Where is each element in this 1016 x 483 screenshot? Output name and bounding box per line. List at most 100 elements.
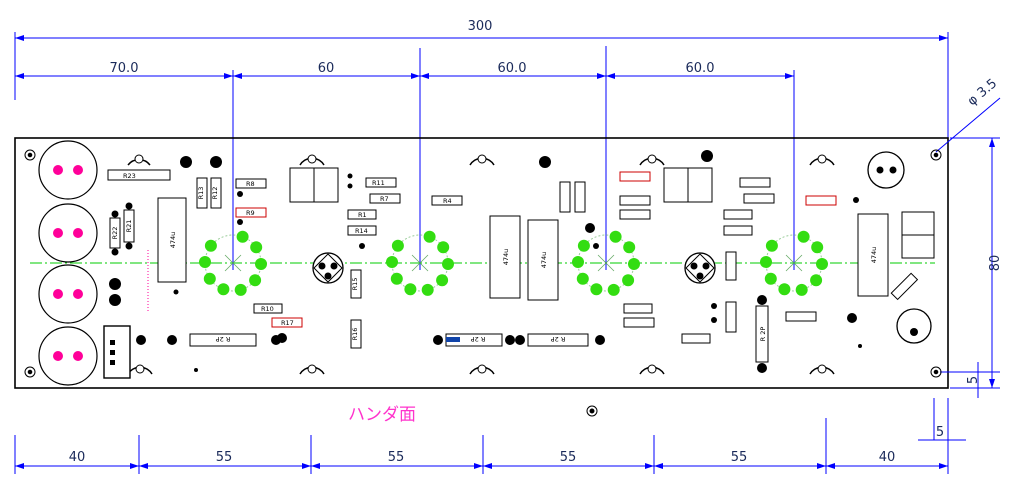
socket-pin bbox=[623, 241, 636, 254]
resistor-r22: R22 bbox=[109, 210, 121, 256]
socket-pin bbox=[203, 272, 216, 285]
c2-label: 474u bbox=[502, 249, 510, 266]
socket-pin bbox=[390, 272, 403, 285]
socket-pin bbox=[795, 283, 808, 296]
socket-pin bbox=[572, 256, 584, 268]
socket-center-mark bbox=[785, 254, 803, 272]
power-resistor-3: R 2P bbox=[515, 333, 605, 347]
dim-hole-label: φ 3.5 bbox=[965, 76, 1000, 109]
socket-pin bbox=[797, 230, 810, 243]
large-terminal-top-right bbox=[867, 151, 905, 189]
socket-pin bbox=[576, 272, 589, 285]
dim-seg4-label: 60.0 bbox=[686, 61, 715, 76]
socket-pin bbox=[590, 283, 603, 296]
r2p1-label: R 2P bbox=[216, 335, 231, 343]
socket-pin bbox=[250, 241, 263, 254]
tube-socket-2 bbox=[386, 230, 454, 296]
connector-block-left bbox=[103, 325, 131, 379]
r13-label: R13 bbox=[197, 187, 205, 200]
resistor-r12: R12 bbox=[210, 177, 222, 209]
dim-seg3-label: 60.0 bbox=[498, 61, 527, 76]
c3-label: 474u bbox=[540, 252, 548, 269]
socket-pin bbox=[249, 274, 262, 287]
dim-bottom-4: 55 bbox=[560, 450, 577, 465]
capacitor-c1: 474u bbox=[157, 197, 187, 283]
dimension-bottom: 40 55 55 55 55 40 5 bbox=[14, 398, 966, 474]
regulator-1 bbox=[312, 252, 344, 284]
socket-pin bbox=[236, 230, 249, 243]
socket-center-mark bbox=[411, 254, 429, 272]
input-jacks bbox=[38, 140, 98, 386]
socket-pin bbox=[607, 283, 620, 296]
socket-pin bbox=[199, 256, 211, 268]
tube-socket-3 bbox=[572, 230, 640, 296]
r2p2-label: R 2P bbox=[471, 335, 486, 343]
resistor-r17-1: R17 bbox=[271, 317, 303, 328]
resistor-r8-1: R8 bbox=[235, 178, 267, 189]
mounting-holes bbox=[24, 149, 942, 417]
r1a-label: R1 bbox=[358, 211, 367, 219]
socket-pin bbox=[811, 241, 824, 254]
resistor-r10-1: R10 bbox=[253, 303, 283, 314]
resistor-r16: R16 bbox=[350, 319, 362, 349]
socket-pin bbox=[436, 274, 449, 287]
socket-pin bbox=[760, 256, 772, 268]
resistor-r21: R21 bbox=[123, 202, 135, 250]
large-terminal-bottom-right bbox=[896, 308, 932, 344]
r22-label: R22 bbox=[111, 227, 119, 240]
solder-side-label: ハンダ面 bbox=[348, 405, 416, 425]
socket-pin bbox=[404, 283, 417, 296]
socket-center-mark bbox=[224, 254, 242, 272]
regulator-2 bbox=[684, 252, 716, 284]
power-resistor-4: R 2P bbox=[755, 295, 769, 373]
box-component-2 bbox=[663, 167, 713, 203]
r7a-label: R7 bbox=[380, 195, 389, 203]
dim-bottom-3: 55 bbox=[388, 450, 405, 465]
power-resistor-2: R 2P bbox=[433, 333, 515, 347]
r2p4-label: R 2P bbox=[759, 327, 767, 342]
dimension-overall-width: 300 bbox=[14, 19, 949, 138]
socket-pin bbox=[442, 258, 454, 270]
r15-label: R15 bbox=[351, 278, 359, 291]
c1-label: 474u bbox=[169, 232, 177, 249]
dim-bottom-margin: 5 bbox=[936, 425, 944, 440]
dim-bottom-2: 55 bbox=[216, 450, 233, 465]
r10a-label: R10 bbox=[261, 305, 274, 313]
r14a-label: R14 bbox=[355, 227, 368, 235]
socket-pin bbox=[764, 272, 777, 285]
socket-pin bbox=[609, 230, 622, 243]
socket-pin bbox=[628, 258, 640, 270]
dim-bottom-5: 55 bbox=[731, 450, 748, 465]
dim-bottom-6: 40 bbox=[879, 450, 896, 465]
dim-seg2-label: 60 bbox=[318, 61, 335, 76]
capacitor-c3: 474u bbox=[527, 219, 559, 301]
socket-pin bbox=[765, 239, 778, 252]
power-resistor-1: R 2P bbox=[167, 333, 281, 347]
socket-pin bbox=[386, 256, 398, 268]
dim-bottom-1: 40 bbox=[69, 450, 86, 465]
r8a-label: R8 bbox=[246, 180, 255, 188]
r21-label: R21 bbox=[125, 220, 133, 233]
r16-label: R16 bbox=[351, 328, 359, 341]
socket-pin bbox=[391, 239, 404, 252]
capacitor-c2: 474u bbox=[489, 215, 521, 299]
pads bbox=[109, 150, 862, 372]
resistor-group-right bbox=[559, 171, 837, 344]
r2p3-label: R 2P bbox=[551, 335, 566, 343]
resistor-r4-1: R4 bbox=[431, 195, 463, 206]
r12-label: R12 bbox=[211, 187, 219, 200]
socket-pin bbox=[255, 258, 267, 270]
dimension-segments-top: 70.0 60 60.0 60.0 bbox=[15, 46, 795, 270]
dim-margin-label: 5 bbox=[966, 376, 981, 384]
box-component-1 bbox=[289, 167, 339, 203]
dim-seg1-label: 70.0 bbox=[110, 61, 139, 76]
r23-label: R23 bbox=[123, 172, 136, 180]
socket-pin bbox=[778, 283, 791, 296]
resistor-r23: R23 bbox=[107, 169, 171, 181]
socket-pin bbox=[204, 239, 217, 252]
socket-center-mark bbox=[597, 254, 615, 272]
dim-overall-label: 300 bbox=[468, 19, 493, 34]
capacitor-c4: 474u bbox=[857, 213, 889, 297]
box-component-3 bbox=[901, 211, 935, 259]
socket-pin bbox=[810, 274, 823, 287]
